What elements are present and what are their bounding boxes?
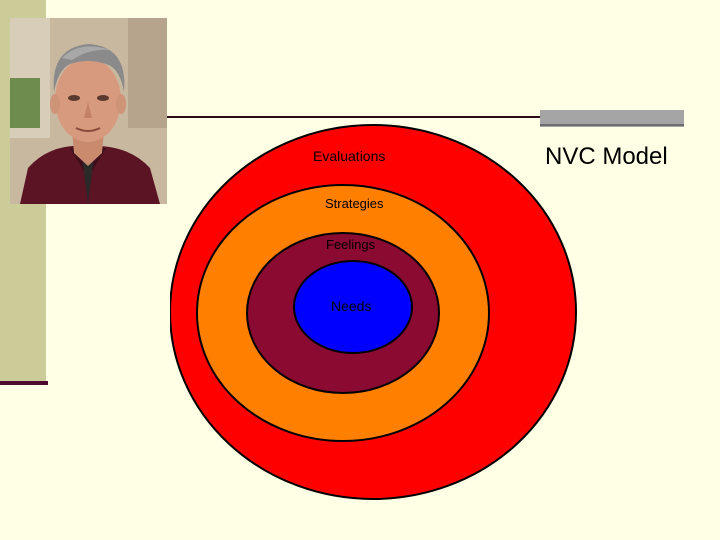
nvc-concentric-diagram <box>170 124 577 500</box>
left-bar-underline <box>0 381 48 385</box>
slide-title: NVC Model <box>545 143 668 170</box>
label-strategies: Strategies <box>325 196 384 211</box>
title-accent-bar-shade <box>540 124 684 126</box>
title-accent-bar <box>540 110 684 127</box>
title-rule <box>167 116 683 118</box>
portrait-photo <box>10 18 167 204</box>
ring-needs <box>293 260 413 354</box>
label-feelings: Feelings <box>326 237 376 252</box>
label-needs: Needs <box>331 298 372 314</box>
label-evaluations: Evaluations <box>313 148 386 164</box>
